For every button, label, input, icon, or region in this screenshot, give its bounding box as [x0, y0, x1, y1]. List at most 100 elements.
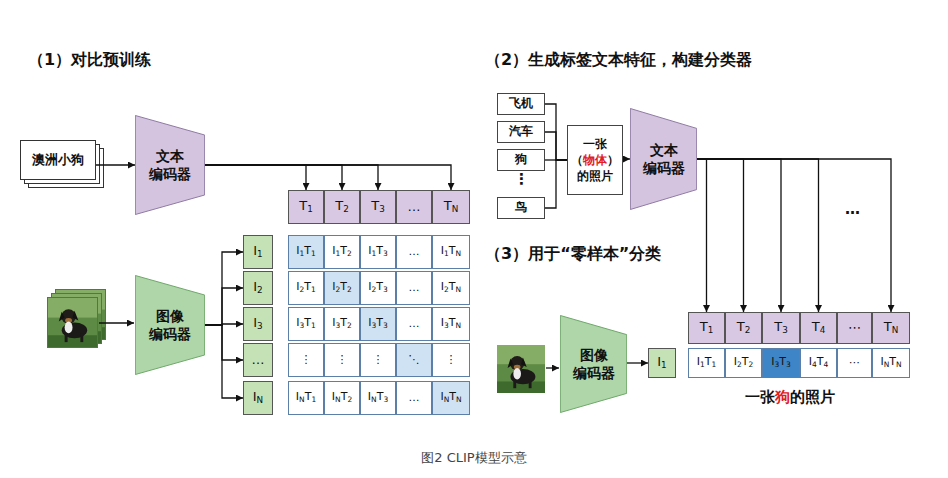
photo-stack [46, 289, 110, 353]
image-feature-box: I1 [648, 348, 676, 378]
trapezoid-shape [135, 116, 204, 215]
image-feature-box: I1 [243, 235, 273, 269]
connector [205, 324, 243, 325]
node-text: I3T3 [368, 317, 388, 330]
label-box: 狗 [497, 149, 545, 171]
connector [205, 165, 378, 190]
node-text: T3 [371, 199, 385, 214]
subscript: N [444, 395, 450, 404]
connector [96, 164, 135, 165]
node-text: INTN [440, 391, 461, 404]
subscript: 1 [700, 360, 705, 369]
text-encoder: 文本 编码器 [135, 115, 205, 215]
result-text: 狗 [775, 388, 790, 407]
subscript: 1 [299, 249, 304, 258]
subscript: 3 [257, 322, 263, 332]
node-text: ⋯ [849, 357, 860, 370]
node-text: 图像 编码器 [147, 307, 193, 343]
node-text: TN [444, 199, 459, 214]
text-feature-box: T2 [324, 190, 360, 224]
node-text: 澳洲小狗 [32, 153, 84, 168]
connector [627, 362, 648, 363]
node-text: … [409, 318, 420, 331]
subscript: 3 [371, 321, 376, 330]
trapezoid-shape [630, 109, 696, 210]
subscript: 3 [782, 326, 788, 336]
input-arrow [546, 367, 559, 368]
subscript: N [456, 285, 462, 294]
connector [697, 159, 707, 312]
trapezoid-shape [560, 315, 626, 412]
subscript: 2 [444, 285, 449, 294]
subscript: 3 [299, 321, 304, 330]
node-text: ⋮ [446, 354, 457, 367]
connector [205, 325, 243, 360]
node-text: 鸟 [515, 201, 527, 215]
similarity-cell: ⋮ [432, 343, 470, 377]
node-text: I1TN [441, 245, 461, 258]
node-text: I3T1 [296, 317, 316, 330]
section-heading: （1）对比预训练 [28, 50, 151, 71]
similarity-cell: I3T1 [288, 307, 324, 341]
node-text: INT2 [332, 391, 352, 404]
subscript: 3 [335, 321, 340, 330]
subscript: 1 [335, 249, 340, 258]
node-text: I1T1 [296, 245, 316, 258]
text-card: 澳洲小狗 [20, 140, 96, 180]
subscript: 2 [347, 285, 352, 294]
subscript: 2 [343, 205, 349, 215]
node-text: T2 [737, 320, 751, 335]
prompt-box: 一张 （物体） 的照片 [567, 125, 623, 195]
subscript: 2 [257, 286, 263, 296]
subscript: 1 [311, 395, 316, 404]
text-feature-box: T4 [800, 312, 837, 344]
connector [697, 159, 891, 312]
subscript: 3 [379, 205, 385, 215]
connector [205, 325, 243, 398]
connector [205, 165, 451, 190]
connector [697, 159, 744, 312]
subscript: N [371, 395, 377, 404]
subscript: N [456, 321, 462, 330]
trapezoid-outline [135, 275, 205, 375]
similarity-cell: I1T1 [288, 235, 324, 269]
subscript: N [452, 205, 459, 215]
similarity-cell: I1T2 [324, 235, 360, 269]
node-text: I2T1 [296, 281, 316, 294]
ellipsis-mark: ⋮ [514, 170, 529, 188]
trapezoid-outline [560, 315, 627, 413]
node-text: 文本 编码器 [641, 141, 687, 177]
similarity-cell: … [396, 271, 432, 305]
subscript: 1 [444, 249, 449, 258]
subscript: 1 [661, 361, 667, 371]
similarity-cell: I3TN [432, 307, 470, 341]
similarity-cell: I3T2 [324, 307, 360, 341]
text-feature-box: ⋯ [837, 312, 872, 344]
similarity-cell: I1TN [432, 235, 470, 269]
connector [205, 252, 243, 325]
node-text: IN [253, 390, 263, 405]
subscript: 2 [347, 249, 352, 258]
node-text: I1T2 [332, 245, 352, 258]
node-text: I1 [253, 244, 262, 259]
subscript: 1 [708, 326, 714, 336]
similarity-cell: I3T3 [762, 348, 800, 378]
image-feature-box: IN [243, 381, 273, 415]
similarity-cell: … [396, 381, 432, 415]
subscript: 1 [257, 250, 263, 260]
similarity-cell: ⋮ [288, 343, 324, 377]
similarity-cell: I2T2 [324, 271, 360, 305]
node-text: INT3 [368, 391, 388, 404]
connector [545, 160, 567, 208]
connector [697, 159, 819, 312]
connector [545, 104, 567, 160]
result-text: 的照片 [790, 388, 835, 407]
node-text: ⋯ [848, 321, 861, 336]
node-text: I3T2 [332, 317, 352, 330]
subscript: 3 [383, 395, 388, 404]
subscript: 1 [711, 360, 716, 369]
node-text: ⋱ [409, 354, 420, 367]
label-box: 鸟 [497, 197, 545, 219]
node-text: TN [884, 320, 899, 335]
